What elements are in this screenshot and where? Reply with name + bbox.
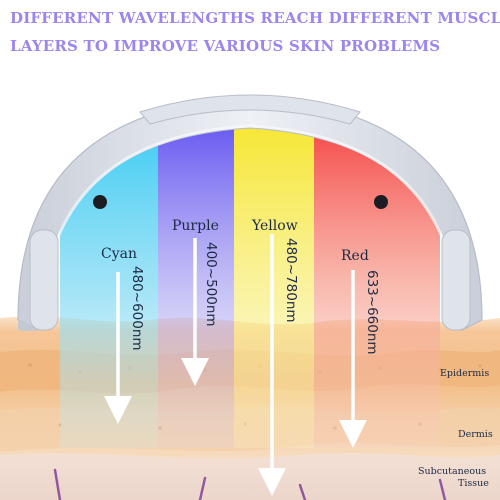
device-left-side [18,320,40,331]
subcutaneous-band [0,452,500,500]
headline-line-1: DIFFERENT WAVELENGTHS REACH DIFFERENT MU… [10,9,500,27]
epidermis-label: Epidermis [440,368,489,379]
yellow-wavelength: 480~780nm [283,238,299,323]
red-label: Red [341,248,369,264]
cyan-wavelength: 480~600nm [129,266,145,351]
purple-wavelength: 400~500nm [203,242,219,327]
headline-line-2: LAYERS TO IMPROVE VARIOUS SKIN PROBLEMS [10,37,441,55]
device-right-foot [441,229,471,331]
right-sensor-dot [374,195,388,209]
yellow-beam [234,118,314,448]
led-device [17,94,483,331]
subcutaneous-label-2: Tissue [458,478,489,489]
yellow-label: Yellow [251,218,298,234]
headline: DIFFERENT WAVELENGTHS REACH DIFFERENT MU… [10,4,500,60]
dermis-label: Dermis [458,429,493,440]
device-top-ridge [139,94,361,125]
purple-label: Purple [172,218,219,234]
subcutaneous-label-1: Subcutaneous [418,466,486,477]
left-sensor-dot [93,195,107,209]
device-left-foot [29,229,59,331]
hair-strands [53,468,447,500]
led-rim-inner [38,124,462,331]
cyan-label: Cyan [101,246,137,262]
red-wavelength: 633~660nm [364,270,380,355]
depth-arrows [104,234,367,496]
